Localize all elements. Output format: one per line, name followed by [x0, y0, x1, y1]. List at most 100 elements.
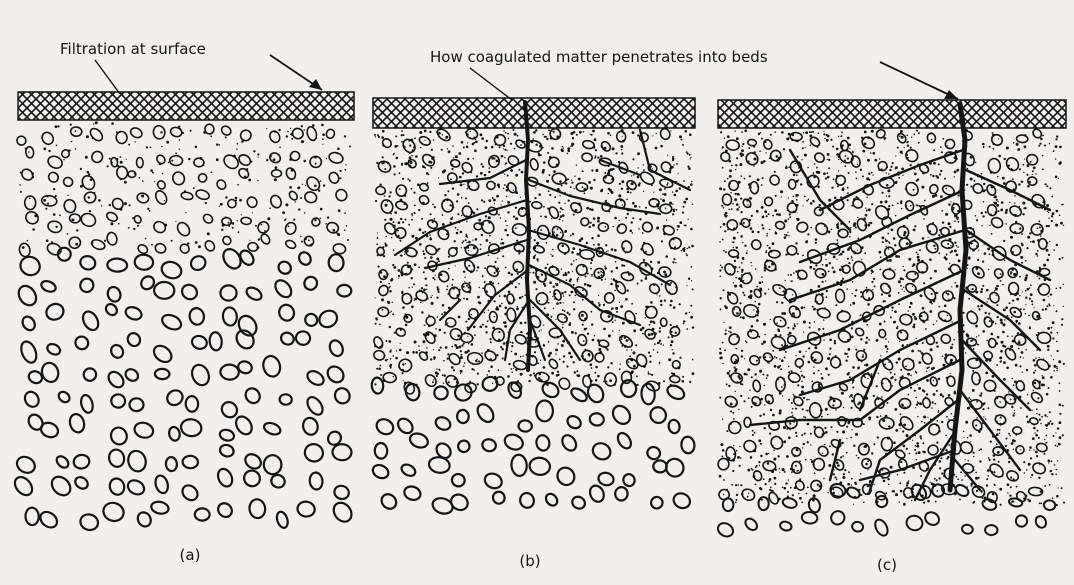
coagulated-particle	[545, 216, 547, 218]
coagulated-particle	[851, 257, 853, 259]
sand-grain	[740, 487, 756, 502]
coagulated-particle	[504, 174, 505, 175]
coagulated-particle	[801, 434, 803, 436]
coagulated-particle	[681, 139, 683, 141]
coagulated-particle	[438, 291, 440, 293]
coagulated-particle	[1050, 332, 1052, 334]
coagulated-particle	[405, 324, 408, 327]
coagulated-particle	[788, 197, 789, 198]
coagulated-particle	[468, 343, 469, 344]
sand-grain	[262, 421, 282, 437]
coagulated-particle	[1000, 416, 1002, 418]
sand-grain	[511, 223, 527, 237]
coagulated-particle	[415, 155, 418, 158]
sand-grain	[965, 310, 980, 326]
coagulated-particle	[1026, 369, 1028, 371]
coagulated-particle	[911, 137, 912, 138]
coagulated-particle	[572, 271, 573, 272]
sand-grain	[740, 217, 751, 229]
coagulated-particle	[314, 185, 317, 188]
coagulated-particle	[1027, 499, 1029, 501]
coagulated-particle	[855, 483, 857, 485]
coagulated-particle	[735, 359, 737, 361]
coagulated-particle	[982, 215, 984, 217]
sand-grain	[414, 289, 429, 302]
coagulated-particle	[1051, 460, 1053, 462]
coagulated-particle	[730, 411, 732, 413]
coagulated-particle	[398, 278, 399, 279]
coagulated-particle	[735, 193, 737, 195]
coagulated-particle	[1007, 483, 1010, 486]
coagulated-particle	[150, 147, 152, 149]
sand-grain	[483, 349, 497, 362]
sand-grain	[26, 412, 46, 432]
coagulated-particle	[842, 431, 845, 434]
coagulated-particle	[510, 368, 512, 370]
penetration-channel	[525, 102, 530, 370]
coagulated-particle	[1013, 440, 1016, 443]
penetration-channel	[440, 160, 526, 184]
coagulated-particle	[385, 359, 387, 361]
coagulated-particle	[597, 220, 600, 223]
coagulated-particle	[559, 180, 562, 183]
coagulated-particle	[936, 479, 938, 481]
sand-grain	[136, 157, 143, 168]
coagulated-particle	[690, 157, 691, 158]
surface-filtration-arrowhead	[309, 79, 322, 90]
coagulated-particle	[904, 231, 907, 234]
coagulated-particle	[279, 147, 281, 149]
sand-grain	[69, 214, 81, 224]
sand-grain	[294, 330, 311, 346]
coagulated-particle	[933, 393, 936, 396]
coagulated-particle	[399, 172, 401, 174]
coagulated-particle	[727, 135, 730, 138]
coagulated-particle	[643, 164, 644, 165]
coagulated-particle	[461, 344, 463, 346]
coagulated-particle	[1015, 364, 1018, 367]
sand-grain	[1014, 514, 1029, 529]
coagulated-particle	[675, 262, 676, 263]
coagulated-particle	[401, 291, 403, 293]
coagulated-particle	[863, 446, 865, 448]
coagulated-particle	[818, 285, 821, 288]
coagulated-particle	[902, 430, 904, 432]
coagulated-particle	[917, 178, 919, 180]
coagulated-particle	[987, 248, 990, 251]
coagulated-particle	[543, 324, 544, 325]
coagulated-particle	[795, 163, 796, 164]
coagulated-particle	[582, 186, 584, 188]
coagulated-particle	[1028, 315, 1030, 317]
coagulated-particle	[385, 340, 387, 342]
coagulated-particle	[736, 247, 738, 249]
coagulated-particle	[1005, 306, 1008, 309]
coagulated-particle	[788, 371, 790, 373]
coagulated-particle	[854, 295, 856, 297]
coagulated-particle	[1056, 288, 1058, 290]
coagulated-particle	[389, 365, 392, 368]
coagulated-particle	[774, 209, 777, 212]
coagulated-particle	[600, 271, 602, 273]
coagulated-particle	[855, 433, 858, 436]
coagulated-particle	[507, 375, 510, 378]
coagulated-particle	[538, 152, 540, 154]
coagulated-particle	[137, 225, 139, 227]
coagulated-particle	[823, 339, 825, 341]
coagulated-particle	[803, 205, 804, 206]
coagulated-particle	[1025, 207, 1027, 209]
penetration-arrow-c	[880, 62, 958, 99]
coagulated-particle	[1011, 442, 1014, 445]
coagulated-particle	[221, 229, 223, 231]
sand-grain	[334, 187, 349, 202]
coagulated-particle	[779, 468, 780, 469]
coagulated-particle	[815, 339, 816, 340]
coagulated-particle	[471, 343, 474, 346]
coagulated-particle	[1055, 158, 1056, 159]
coagulated-particle	[744, 178, 746, 180]
coagulated-particle	[399, 240, 401, 242]
coagulated-particle	[608, 188, 611, 191]
sand-grain	[809, 350, 825, 366]
coagulated-particle	[890, 466, 893, 469]
coagulated-particle	[175, 152, 177, 154]
coagulated-particle	[400, 343, 401, 344]
sand-grain	[175, 220, 192, 238]
